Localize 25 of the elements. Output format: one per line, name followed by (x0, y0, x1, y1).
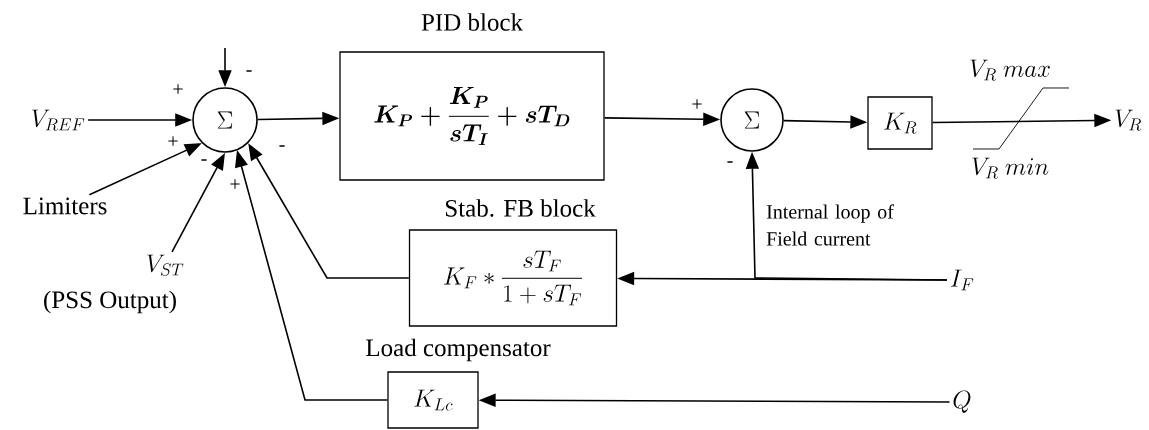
signal-label: Limiters (23, 197, 107, 215)
block-title: Load compensator (366, 338, 551, 362)
limit-label: $V_R~min$ (972, 157, 1049, 179)
signal-label: $V_R$ (1115, 109, 1142, 131)
block-title: PID block (421, 13, 524, 31)
transfer-block: $K_{Lc}$ (387, 371, 479, 429)
transfer-block: $K_F*\frac{sT_F}{1+sT_F}$ (408, 229, 618, 327)
block-title: Stab. FB block (446, 199, 596, 217)
sign-label: + (230, 179, 240, 189)
signal-label: $V_{ST}$ (147, 254, 184, 276)
summing-junction: $\Sigma$ (720, 88, 784, 152)
sign-label: - (201, 159, 207, 161)
signal-caption: (PSS Output) (44, 290, 176, 314)
sign-label: + (173, 84, 183, 94)
sign-label: + (168, 136, 178, 146)
sign-label: + (692, 99, 702, 109)
signal-label: $V_{REF}$ (32, 109, 85, 131)
note-text: Internal loop of Field current (766, 204, 894, 246)
signal-label: $Q$ (953, 390, 971, 413)
transfer-block: $K_R$ (867, 96, 933, 150)
transfer-block: $K_P+\frac{K_P}{sT_I}+sT_D$ (339, 51, 605, 181)
summing-junction: $\Sigma$ (192, 87, 258, 153)
sign-label: - (279, 145, 285, 147)
signal-label: $I_F$ (950, 269, 974, 291)
limit-label: $V_R~max$ (970, 59, 1050, 81)
